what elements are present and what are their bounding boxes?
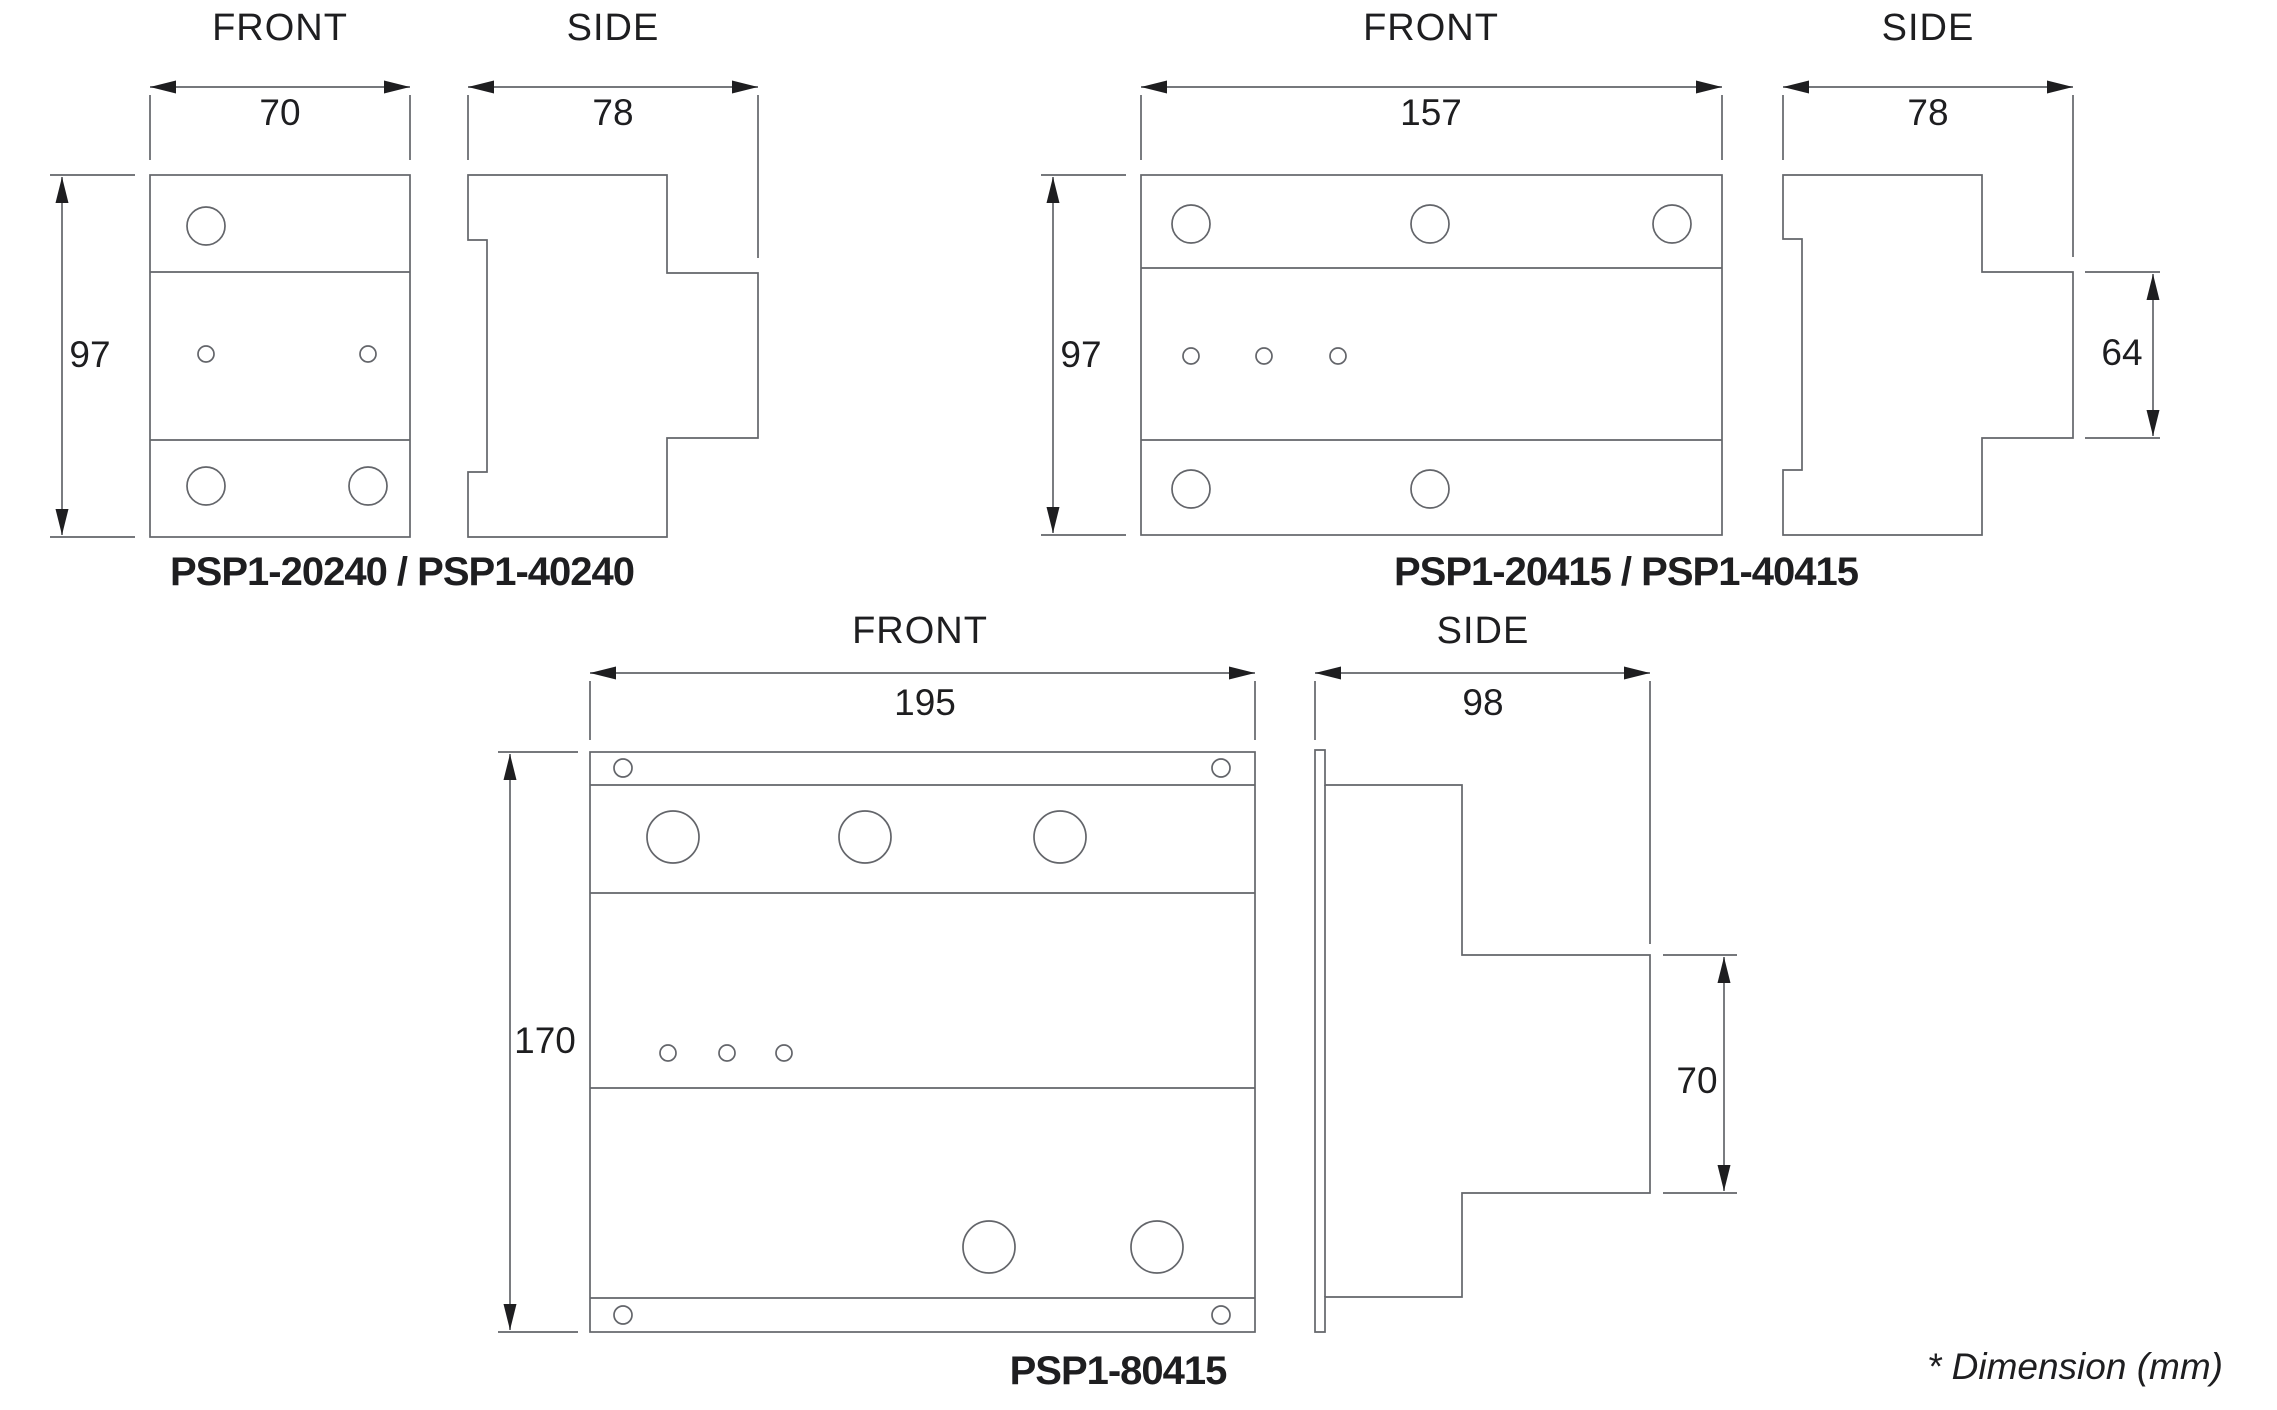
terminal-hole xyxy=(646,810,700,864)
side-view xyxy=(1782,174,2074,536)
front-outline xyxy=(589,751,1256,1333)
dimension-value: 70 xyxy=(1676,1060,1717,1101)
dimension-value: 64 xyxy=(2101,332,2142,373)
dimension-value: 97 xyxy=(69,334,110,375)
arrowhead-right xyxy=(1696,80,1722,94)
front-view-title: FRONT xyxy=(1363,7,1499,49)
arrowhead-left xyxy=(1783,80,1809,94)
arrowhead-up xyxy=(55,177,69,203)
terminal-hole xyxy=(1171,204,1211,244)
side-profile xyxy=(1782,174,2074,536)
arrowhead-left xyxy=(1141,80,1167,94)
model-label: PSP1-20240 / PSP1-40240 xyxy=(170,550,634,594)
dimension-value: 78 xyxy=(1907,92,1948,133)
indicator-hole xyxy=(775,1044,793,1062)
dimension-value: 70 xyxy=(259,92,300,133)
dimension-front-height: 97 xyxy=(1041,174,1126,536)
indicator-hole xyxy=(1329,347,1347,365)
arrowhead-right xyxy=(1229,666,1255,680)
dimension-value: 98 xyxy=(1462,682,1503,723)
terminal-hole xyxy=(838,810,892,864)
arrowhead-down xyxy=(503,1304,517,1330)
arrowhead-up xyxy=(1046,177,1060,203)
dimension-unit-note: * Dimension (mm) xyxy=(1927,1346,2223,1387)
arrowhead-left xyxy=(468,80,494,94)
mounting-hole xyxy=(613,1305,633,1325)
group-psp1-20415: FRONT SIDE 157 xyxy=(1041,7,2160,594)
indicator-hole xyxy=(1182,347,1200,365)
mounting-hole xyxy=(1211,1305,1231,1325)
dimension-value: 195 xyxy=(894,682,956,723)
dimension-front-width: 157 xyxy=(1140,80,1723,160)
model-label: PSP1-80415 xyxy=(1010,1349,1228,1393)
front-view xyxy=(1140,174,1723,536)
side-profile xyxy=(467,174,759,538)
arrowhead-up xyxy=(503,754,517,780)
terminal-hole xyxy=(962,1220,1016,1274)
dimension-front-width: 195 xyxy=(589,666,1256,740)
dimension-side-width: 78 xyxy=(1782,80,2074,257)
arrowhead-down xyxy=(55,509,69,535)
side-view-title: SIDE xyxy=(1437,610,1530,652)
dimension-value: 157 xyxy=(1400,92,1462,133)
terminal-hole xyxy=(1171,469,1211,509)
arrowhead-left xyxy=(150,80,176,94)
dimension-side-block-height: 70 xyxy=(1663,954,1737,1194)
indicator-hole xyxy=(359,345,377,363)
arrowhead-right xyxy=(1624,666,1650,680)
dimension-front-width: 70 xyxy=(149,80,411,160)
side-profile xyxy=(1314,749,1651,1333)
terminal-hole xyxy=(1410,204,1450,244)
group-psp1-80415: FRONT SIDE xyxy=(498,610,1737,1393)
mounting-hole xyxy=(613,758,633,778)
front-view-title: FRONT xyxy=(852,610,988,652)
arrowhead-left xyxy=(1315,666,1341,680)
dimension-front-height: 97 xyxy=(50,174,135,538)
arrowhead-right xyxy=(732,80,758,94)
arrowhead-up xyxy=(2146,274,2160,300)
front-outline xyxy=(1140,174,1723,536)
front-view xyxy=(589,751,1256,1333)
front-view-title: FRONT xyxy=(212,7,348,49)
dimension-value: 97 xyxy=(1060,334,1101,375)
arrowhead-right xyxy=(384,80,410,94)
dimension-value: 170 xyxy=(514,1020,576,1061)
terminal-hole xyxy=(1033,810,1087,864)
group-psp1-20240: FRONT SIDE 70 xyxy=(50,7,759,594)
dimension-side-width: 98 xyxy=(1314,666,1651,944)
arrowhead-left xyxy=(590,666,616,680)
arrowhead-right xyxy=(2047,80,2073,94)
side-view-title: SIDE xyxy=(1882,7,1975,49)
terminal-hole xyxy=(1130,1220,1184,1274)
arrowhead-up xyxy=(1717,957,1731,983)
dimension-side-width: 78 xyxy=(467,80,759,258)
front-view xyxy=(149,174,411,538)
indicator-hole xyxy=(197,345,215,363)
mounting-hole xyxy=(1211,758,1231,778)
indicator-hole xyxy=(718,1044,736,1062)
model-label: PSP1-20415 / PSP1-40415 xyxy=(1394,550,1859,594)
front-outline xyxy=(149,174,411,538)
terminal-hole xyxy=(348,466,388,506)
terminal-hole xyxy=(186,206,226,246)
terminal-hole xyxy=(1652,204,1692,244)
arrowhead-down xyxy=(2146,410,2160,436)
dimension-front-height: 170 xyxy=(498,751,578,1333)
terminal-hole xyxy=(1410,469,1450,509)
arrowhead-down xyxy=(1046,507,1060,533)
side-view xyxy=(1314,749,1651,1333)
side-view xyxy=(467,174,759,538)
terminal-hole xyxy=(186,466,226,506)
dimension-side-block-height: 64 xyxy=(2085,271,2160,439)
side-view-title: SIDE xyxy=(567,7,660,49)
indicator-hole xyxy=(659,1044,677,1062)
indicator-hole xyxy=(1255,347,1273,365)
dimension-value: 78 xyxy=(592,92,633,133)
arrowhead-down xyxy=(1717,1165,1731,1191)
